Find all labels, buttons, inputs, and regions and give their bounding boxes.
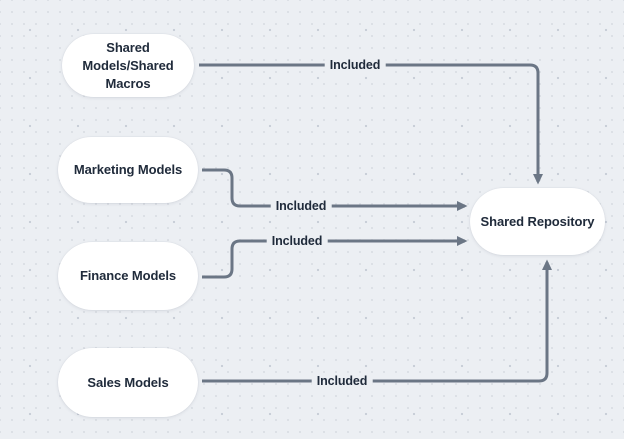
node-shared-models-shared-macros[interactable]: Shared Models/Shared Macros <box>62 34 194 97</box>
node-label: Finance Models <box>79 268 177 283</box>
connector-sales-to-repository[interactable] <box>202 259 552 383</box>
connector-shared-models-to-repository[interactable] <box>199 63 543 185</box>
edge-label-included-finance[interactable]: Included <box>266 233 328 249</box>
connector-finance-to-repository[interactable] <box>202 236 468 279</box>
connector-marketing-to-repository[interactable] <box>202 168 468 211</box>
node-label: Shared Models/Shared Macros <box>82 39 174 91</box>
node-marketing-models[interactable]: Marketing Models <box>58 137 198 203</box>
node-shared-repository[interactable]: Shared Repository <box>470 188 605 255</box>
node-label: Shared Repository <box>480 213 595 229</box>
edge-label-included-sales[interactable]: Included <box>311 373 373 389</box>
node-sales-models[interactable]: Sales Models <box>58 348 198 417</box>
edge-label-included-marketing[interactable]: Included <box>270 198 332 214</box>
node-label: Marketing Models <box>73 162 183 177</box>
node-label: Sales Models <box>87 374 169 390</box>
node-finance-models[interactable]: Finance Models <box>58 242 198 310</box>
edge-label-included-top[interactable]: Included <box>324 57 386 73</box>
